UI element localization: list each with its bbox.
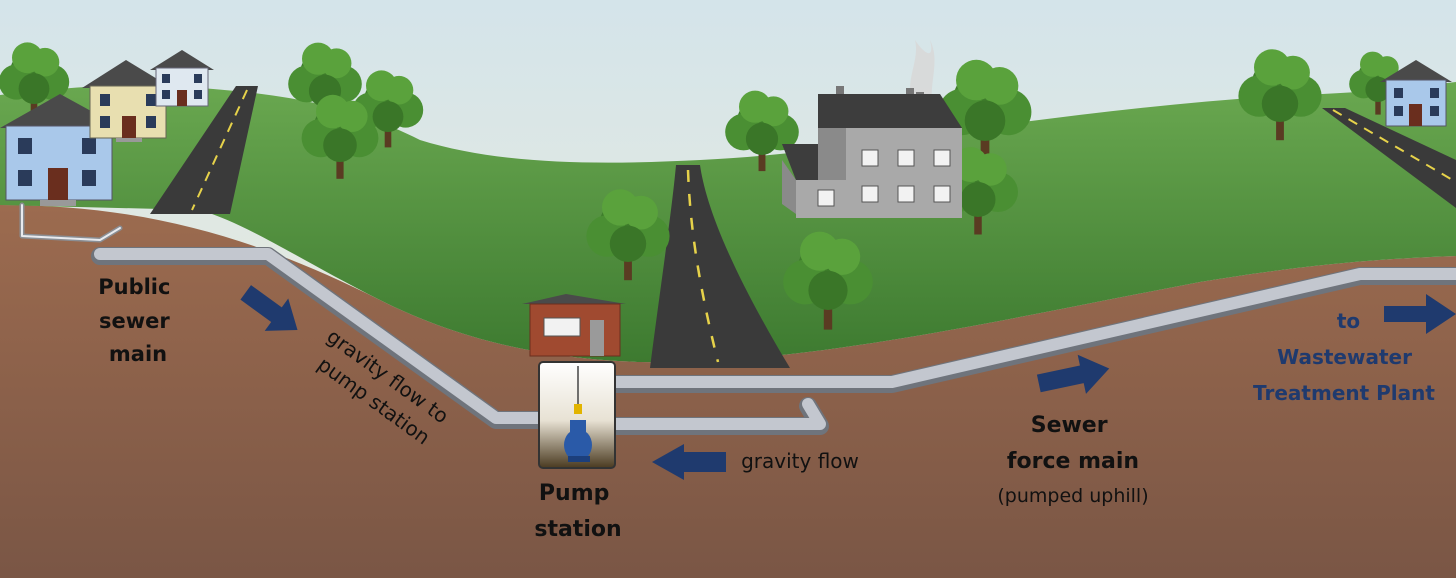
label-public-sewer-main: Public sewer main — [98, 275, 178, 366]
label-line: main — [109, 342, 167, 366]
house-icon — [150, 50, 214, 107]
pump-house — [522, 294, 626, 357]
arrow-icon — [1384, 294, 1456, 334]
arrow-icon — [652, 444, 726, 480]
house-icon — [82, 60, 172, 142]
label-line: sewer — [99, 309, 170, 333]
label-line: Pump — [539, 481, 609, 506]
road-right — [1322, 108, 1456, 208]
label-line: Sewer — [1031, 413, 1108, 438]
label-pump-station: Pump station — [534, 481, 621, 542]
road-left — [150, 86, 258, 214]
label-line: to — [1337, 309, 1360, 333]
arrow-icon — [240, 285, 298, 331]
label-sewer-force-main: Sewer force main — [1007, 413, 1139, 474]
label-line: force main — [1007, 449, 1139, 474]
arrow-icon — [1036, 354, 1110, 394]
pump-icon — [564, 420, 592, 462]
factory-icon — [782, 40, 962, 218]
label-to-wastewater-treatment-plant: to Wastewater Treatment Plant — [1253, 309, 1435, 405]
label-line: Wastewater — [1277, 345, 1412, 369]
sewer-pipes — [19, 202, 1456, 463]
pump-station-well — [538, 361, 616, 469]
house-icon — [1380, 60, 1452, 127]
label-line: Treatment Plant — [1253, 381, 1435, 405]
label-line: station — [534, 517, 621, 542]
label-gravity-flow: gravity flow — [741, 449, 859, 473]
label-pumped-uphill: (pumped uphill) — [997, 485, 1148, 507]
label-line: Public — [98, 275, 170, 299]
road-center — [650, 165, 790, 368]
